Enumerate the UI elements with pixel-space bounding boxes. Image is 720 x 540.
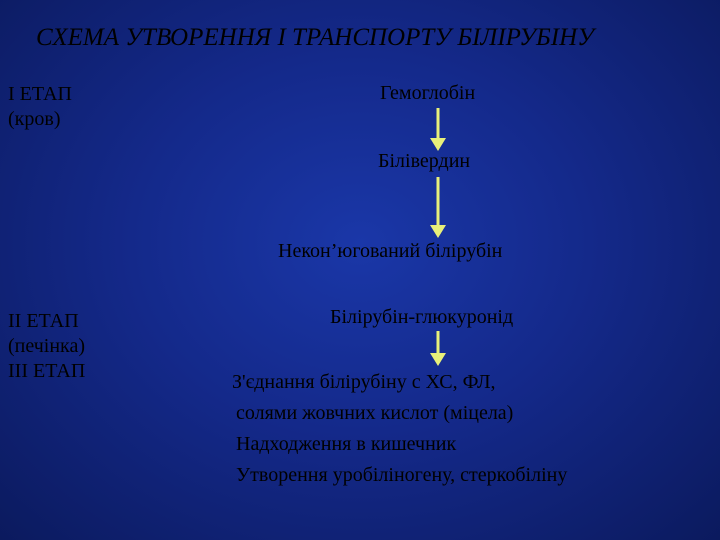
- arrow-down-icon: [430, 331, 446, 366]
- stage-1-place: (кров): [8, 108, 61, 130]
- arrow-down-icon: [430, 108, 446, 151]
- node-bilirubin-glucuronide: Білірубін-глюкуронід: [330, 306, 514, 328]
- arrow-down-icon: [430, 177, 446, 238]
- stage-1: І ЕТАП (кров): [8, 82, 72, 132]
- stage-3-name: ІІІ ЕТАП: [8, 360, 86, 382]
- stage-2-place: (печінка): [8, 335, 86, 357]
- stage-2: ІІ ЕТАП (печінка) ІІІ ЕТАП: [8, 309, 85, 384]
- node-hemoglobin: Гемоглобін: [380, 82, 476, 104]
- node-biliverdin: Білівердин: [378, 150, 471, 172]
- stage-1-name: І ЕТАП: [8, 83, 72, 105]
- note-line: Утворення уробіліногену, стеркобіліну: [236, 464, 568, 486]
- note-line: солями жовчних кислот (міцела): [236, 402, 514, 424]
- note-line: Надходження в кишечник: [236, 433, 457, 455]
- node-unconjugated-bilirubin: Некон’югований білірубін: [278, 240, 503, 262]
- process-notes: З'єднання білірубіну с ХС, ФЛ, солями жо…: [232, 367, 567, 491]
- slide-title: СХЕМА УТВОРЕННЯ І ТРАНСПОРТУ БІЛІРУБІНУ: [36, 24, 594, 51]
- stage-2-name: ІІ ЕТАП: [8, 310, 79, 332]
- note-line: З'єднання білірубіну с ХС, ФЛ,: [232, 371, 496, 393]
